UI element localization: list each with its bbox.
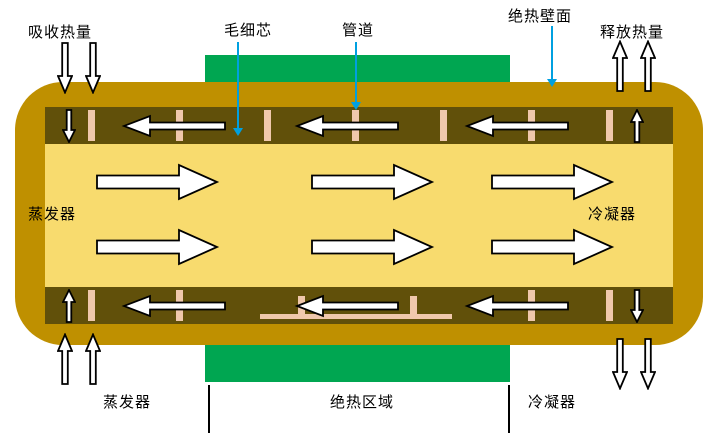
liquid-return-left-arrow xyxy=(463,114,571,138)
condensation-down-arrow xyxy=(630,289,644,323)
absorb-heat-label: 吸收热量 xyxy=(28,23,93,41)
liquid-return-left-arrow xyxy=(293,294,401,318)
adiabatic-section-label: 绝热区域 xyxy=(330,393,395,411)
vapor-flow-right-arrow xyxy=(310,162,435,202)
wick-mark xyxy=(606,290,613,321)
wick-channel-riser xyxy=(410,296,417,314)
vapor-core xyxy=(45,144,673,287)
section-divider-right xyxy=(508,385,510,433)
heat-in-up-arrow xyxy=(57,333,73,385)
heat-out-down-arrow xyxy=(612,338,628,390)
liquid-return-left-arrow xyxy=(120,294,228,318)
wick-mark xyxy=(88,290,95,321)
heat-in-up-arrow xyxy=(85,333,101,385)
vapor-flow-right-arrow xyxy=(310,227,435,267)
vapor-flow-right-arrow xyxy=(490,227,615,267)
release-heat-label: 释放热量 xyxy=(600,23,665,41)
pipe-pointer-arrow xyxy=(351,42,361,110)
wick-mark xyxy=(606,110,613,141)
heat-in-down-arrow xyxy=(85,42,101,94)
liquid-return-left-arrow xyxy=(293,114,401,138)
capillary-wick-label: 毛细芯 xyxy=(224,21,273,39)
vapor-flow-right-arrow xyxy=(490,162,615,202)
evaporation-down-arrow xyxy=(62,109,76,143)
wick-mark xyxy=(440,110,447,141)
heat-in-down-arrow xyxy=(57,42,73,94)
vapor-flow-right-arrow xyxy=(95,227,220,267)
liquid-return-left-arrow xyxy=(463,294,571,318)
pipe-label: 管道 xyxy=(342,21,375,39)
vapor-flow-right-arrow xyxy=(95,162,220,202)
wick-mark xyxy=(264,110,271,141)
adiabatic-wall-label: 绝热壁面 xyxy=(508,7,573,25)
evaporation-up-arrow xyxy=(62,289,76,323)
wick-mark xyxy=(88,110,95,141)
wick-channel-bar xyxy=(260,314,452,319)
adiabatic-wall-pointer-arrow xyxy=(547,26,557,87)
section-divider-left xyxy=(208,385,210,433)
capillary-wick-pointer-arrow xyxy=(233,42,243,136)
heat-out-up-arrow xyxy=(640,40,656,92)
condenser-side-label: 冷凝器 xyxy=(588,205,637,223)
evaporator-section-label: 蒸发器 xyxy=(103,393,152,411)
condensation-up-arrow xyxy=(630,109,644,143)
condenser-section-label: 冷凝器 xyxy=(528,393,577,411)
heat-out-up-arrow xyxy=(612,40,628,92)
heat-out-down-arrow xyxy=(640,338,656,390)
liquid-return-left-arrow xyxy=(120,114,228,138)
evaporator-side-label: 蒸发器 xyxy=(28,205,77,223)
